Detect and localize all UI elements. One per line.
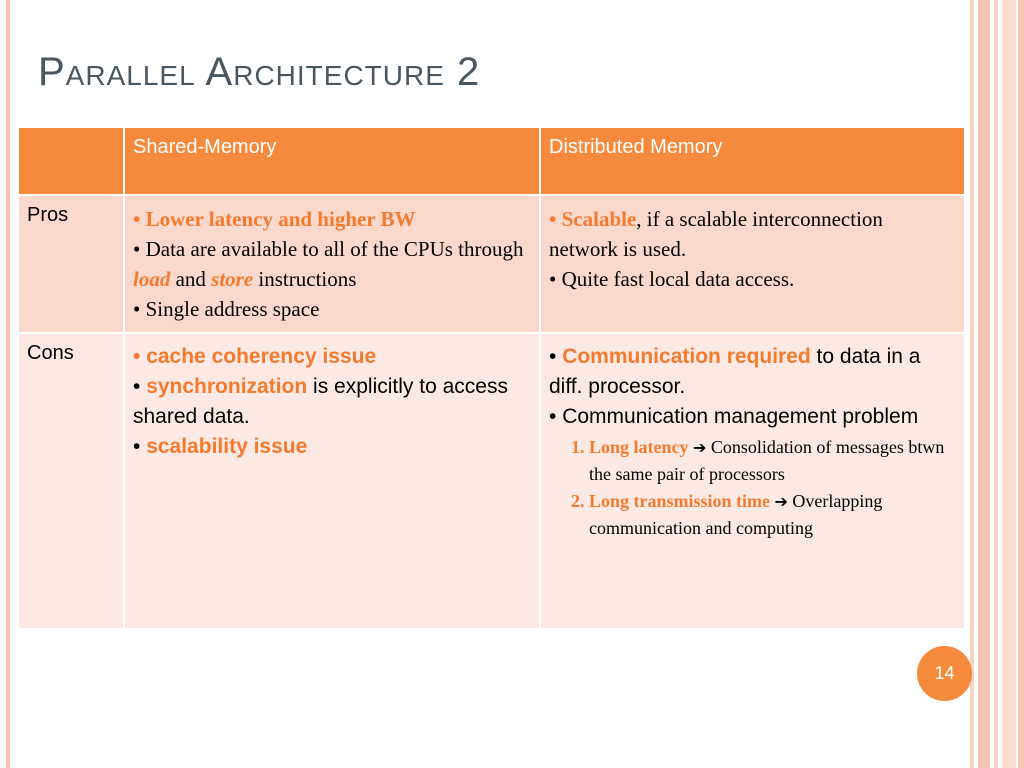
- header-row: Shared-Memory Distributed Memory: [17, 126, 966, 196]
- body-text: Quite fast local data access.: [561, 267, 795, 291]
- numbered-list: Long latency ➔ Consolidation of messages…: [549, 434, 956, 542]
- highlight-text: Communication required: [562, 345, 811, 368]
- list-item: Long transmission time ➔ Overlapping com…: [589, 488, 956, 542]
- highlight-text: load: [133, 267, 171, 291]
- body-text: , if a scalable interconnection network …: [549, 207, 883, 261]
- body-text: and: [175, 267, 206, 291]
- body-text: Single address space: [145, 297, 320, 321]
- bullet-item: • Quite fast local data access.: [549, 267, 795, 291]
- body-text: Data are available to all of the CPUs th…: [145, 237, 524, 261]
- page-number-badge: 14: [917, 646, 972, 701]
- list-item: Long latency ➔ Consolidation of messages…: [589, 434, 956, 488]
- bullet-item: • scalability issue: [133, 435, 308, 458]
- header-cell-empty: [17, 126, 125, 196]
- body-text: instructions: [258, 267, 357, 291]
- bullet-item: • Communication management problem: [549, 405, 919, 428]
- cons-distributed-memory-cell: • Communication required to data in a di…: [539, 332, 966, 630]
- bullet-item: • Scalable, if a scalable interconnectio…: [549, 207, 883, 261]
- bullet-item: • Data are available to all of the CPUs …: [133, 237, 524, 291]
- body-text: Overlapping communication and computing: [589, 491, 883, 538]
- left-border: [6, 0, 10, 768]
- bullet-item: • Single address space: [133, 297, 320, 321]
- cons-shared-memory-cell: • cache coherency issue • synchronizatio…: [123, 332, 541, 630]
- highlight-text: store: [211, 267, 254, 291]
- pros-distributed-memory-cell: • Scalable, if a scalable interconnectio…: [539, 194, 966, 334]
- bullet-item: • synchronization is explicitly to acces…: [133, 375, 508, 428]
- body-text: is explicitly to access shared data.: [133, 375, 508, 428]
- body-text: Consolidation of messages btwn the same …: [589, 437, 945, 484]
- bullet-item: • Communication required to data in a di…: [549, 345, 921, 398]
- header-cell-distributed-memory: Distributed Memory: [539, 126, 966, 196]
- highlight-text: Lower latency and higher BW: [145, 207, 416, 231]
- slide-title: Parallel Architecture 2: [38, 50, 481, 94]
- highlight-text: Long transmission time: [589, 491, 771, 511]
- pros-shared-memory-cell: • Lower latency and higher BW • Data are…: [123, 194, 541, 334]
- arrow-right-icon: ➔: [693, 438, 707, 457]
- arrow-right-icon: ➔: [774, 492, 788, 511]
- bullet-item: • Lower latency and higher BW: [133, 207, 416, 231]
- highlight-text: synchronization: [146, 375, 308, 398]
- highlight-text: Scalable: [561, 207, 637, 231]
- body-text: to data in a diff. processor.: [549, 345, 921, 398]
- highlight-text: scalability issue: [146, 435, 308, 458]
- body-text: Communication management problem: [562, 405, 919, 428]
- bullet-item: • cache coherency issue: [133, 345, 377, 368]
- row-label-cons: Cons: [17, 332, 125, 630]
- table-row-pros: Pros • Lower latency and higher BW • Dat…: [17, 194, 966, 334]
- row-label-pros: Pros: [17, 194, 125, 334]
- highlight-text: Long latency: [589, 437, 689, 457]
- comparison-table: Shared-Memory Distributed Memory Pros • …: [17, 126, 966, 630]
- table-row-cons: Cons • cache coherency issue • synchroni…: [17, 332, 966, 630]
- right-stripe-decoration: [970, 0, 1024, 768]
- highlight-text: cache coherency issue: [146, 345, 377, 368]
- header-cell-shared-memory: Shared-Memory: [123, 126, 541, 196]
